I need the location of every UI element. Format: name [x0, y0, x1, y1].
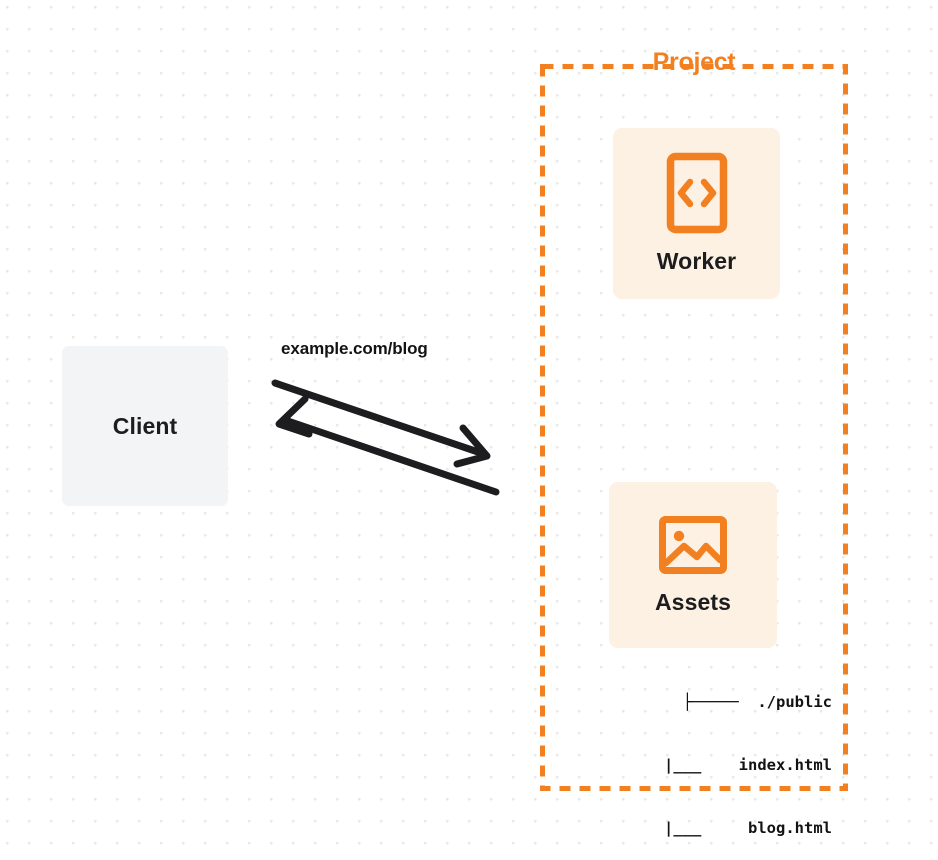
file-tree-row: |___ blog.html: [664, 819, 832, 837]
project-title: Project: [652, 48, 736, 76]
connection-url-label: example.com/blog: [281, 339, 428, 358]
worker-label: Worker: [656, 248, 737, 274]
file-tree-row: ├───── ./public: [682, 693, 832, 711]
project-group[interactable]: Project Worker Assets ├───── ./public |_…: [540, 48, 848, 837]
worker-node[interactable]: Worker: [613, 128, 780, 299]
file-tree-row: |___ index.html: [664, 756, 832, 774]
client-label: Client: [112, 412, 178, 439]
assets-file-tree: ├───── ./public |___ index.html |___ blo…: [582, 650, 832, 860]
assets-label: Assets: [654, 588, 732, 615]
code-brackets-icon: [666, 152, 727, 234]
request-arrow-icon: [271, 379, 491, 468]
response-arrow-icon: [275, 395, 500, 496]
client-node[interactable]: Client: [62, 346, 228, 506]
assets-node[interactable]: Assets: [609, 482, 777, 648]
image-picture-icon: [659, 515, 727, 574]
